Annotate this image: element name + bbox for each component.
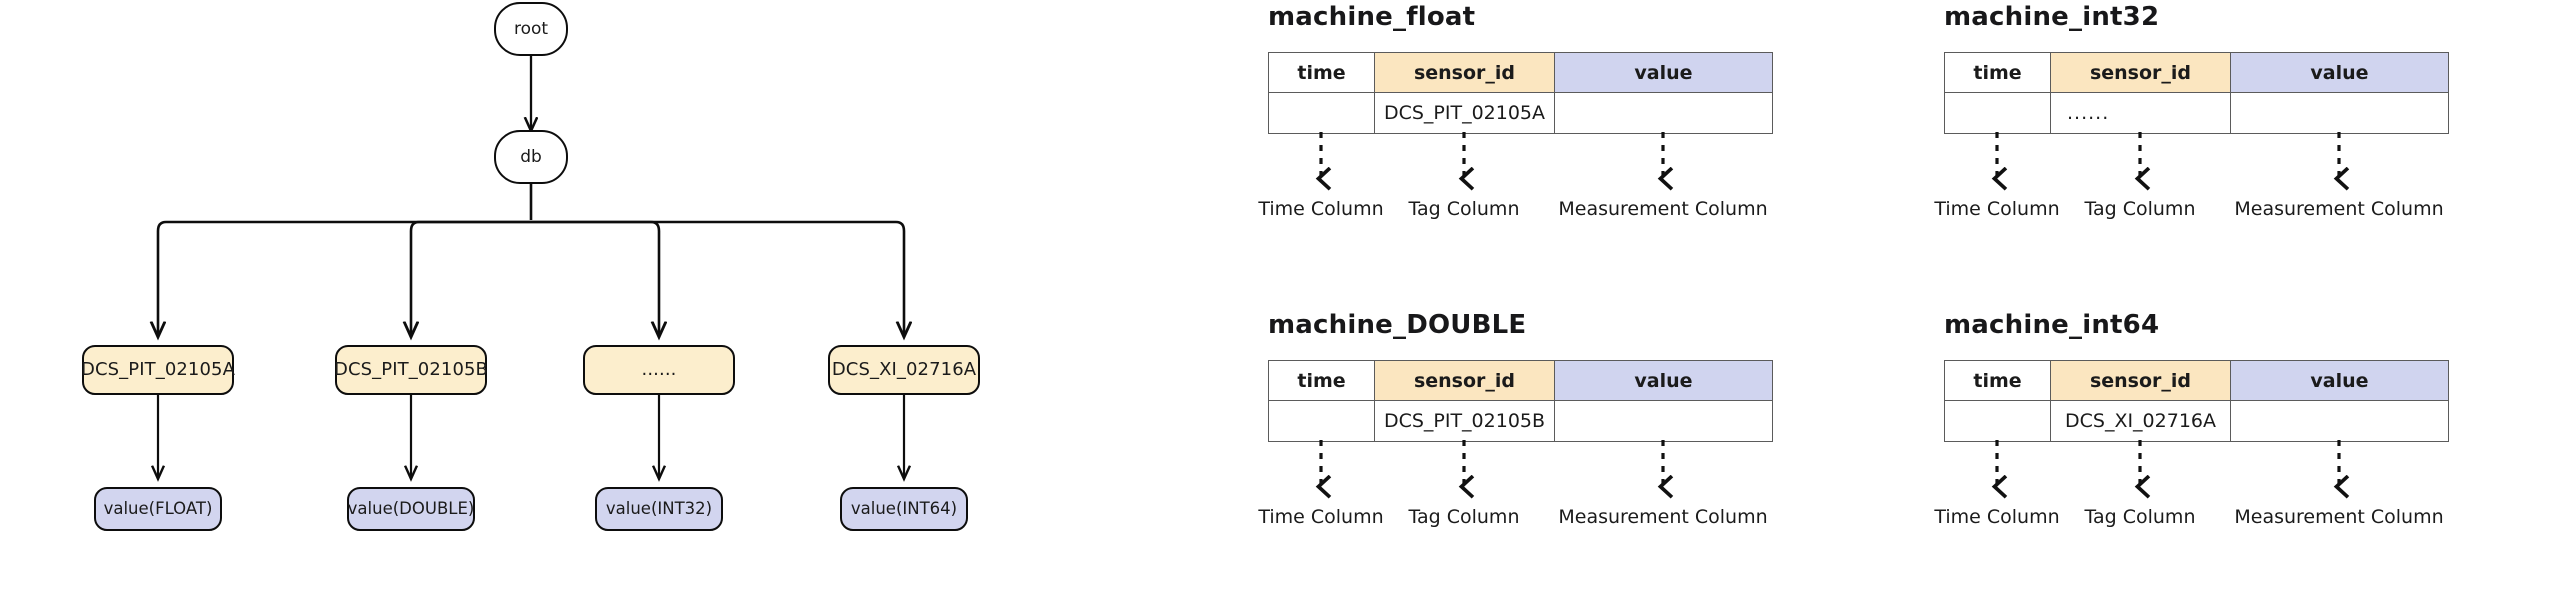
annotation-time-column: Time Column — [1934, 198, 2060, 220]
tree-node-value-1[interactable]: value(DOUBLE) — [347, 487, 475, 531]
annotation-arrows — [1268, 132, 1828, 196]
cell-value — [2230, 400, 2449, 442]
table-title-machine-int64: machine_int64 — [1944, 310, 2160, 340]
column-header-sensor-id: sensor_id — [1374, 360, 1555, 401]
tree-node-value-0-label: value(FLOAT) — [103, 498, 213, 518]
table-header-row: time sensor_id value — [1268, 52, 1773, 93]
tree-diagram-panel: root db DCS_PIT_02105A DCS_PIT_02105B ..… — [0, 0, 1250, 616]
tree-connector-lines — [0, 56, 1250, 616]
annotation-measurement-column: Measurement Column — [2234, 506, 2444, 528]
cell-time — [1268, 400, 1375, 442]
schema-table-machine-int64: time sensor_id value DCS_XI_02716A — [1944, 360, 2449, 442]
tree-node-root-label: root — [513, 18, 549, 39]
cell-sensor-id: ...... — [2050, 92, 2231, 134]
column-header-value: value — [2230, 52, 2449, 93]
schema-table-machine-double: time sensor_id value DCS_PIT_02105B — [1268, 360, 1773, 442]
annotation-tag-column: Tag Column — [1408, 198, 1520, 220]
tree-node-value-3[interactable]: value(INT64) — [840, 487, 968, 531]
cell-sensor-id: DCS_PIT_02105B — [1374, 400, 1555, 442]
schema-table-machine-int32: time sensor_id value ...... — [1944, 52, 2449, 134]
annotation-arrows — [1944, 440, 2504, 504]
tree-node-tag-2[interactable]: ...... — [583, 345, 735, 395]
schema-table-machine-float: time sensor_id value DCS_PIT_02105A — [1268, 52, 1773, 134]
column-header-time: time — [1268, 360, 1375, 401]
tree-node-value-1-label: value(DOUBLE) — [347, 498, 475, 518]
tree-node-tag-1-label: DCS_PIT_02105B — [333, 359, 489, 380]
tree-node-tag-0[interactable]: DCS_PIT_02105A — [81, 345, 235, 395]
table-block-machine-double: machine_DOUBLE time sensor_id value DCS_… — [1258, 310, 1773, 528]
annotation-time-column: Time Column — [1934, 506, 2060, 528]
annotation-arrows — [1268, 440, 1828, 504]
table-row: ...... — [1944, 92, 2449, 134]
tree-node-value-3-label: value(INT64) — [850, 498, 958, 518]
annotation-tag-column: Tag Column — [2084, 198, 2196, 220]
column-header-time: time — [1944, 360, 2051, 401]
tree-node-db[interactable]: db — [494, 130, 568, 184]
column-header-value: value — [1554, 360, 1773, 401]
table-title-machine-int32: machine_int32 — [1944, 2, 2160, 32]
cell-value — [1554, 92, 1773, 134]
column-header-sensor-id: sensor_id — [2050, 52, 2231, 93]
annotation-measurement-column: Measurement Column — [2234, 198, 2444, 220]
tree-node-tag-1[interactable]: DCS_PIT_02105B — [333, 345, 489, 395]
tree-node-value-2-label: value(INT32) — [605, 498, 713, 518]
tree-node-tag-3-label: DCS_XI_02716A — [831, 359, 977, 380]
tree-node-value-0[interactable]: value(FLOAT) — [94, 487, 222, 531]
tree-node-db-label: db — [520, 146, 542, 167]
table-block-machine-int32: machine_int32 time sensor_id value .....… — [1934, 2, 2449, 220]
column-header-value: value — [1554, 52, 1773, 93]
table-title-machine-double: machine_DOUBLE — [1268, 310, 1527, 340]
cell-sensor-id: DCS_XI_02716A — [2050, 400, 2231, 442]
table-block-machine-int64: machine_int64 time sensor_id value DCS_X… — [1934, 310, 2449, 528]
cell-sensor-id: DCS_PIT_02105A — [1374, 92, 1555, 134]
tree-node-tag-3[interactable]: DCS_XI_02716A — [828, 345, 980, 395]
annotation-measurement-column: Measurement Column — [1558, 506, 1768, 528]
annotation-time-column: Time Column — [1258, 198, 1384, 220]
table-title-machine-float: machine_float — [1268, 2, 1476, 32]
cell-time — [1944, 92, 2051, 134]
tree-node-value-2[interactable]: value(INT32) — [595, 487, 723, 531]
table-row: DCS_XI_02716A — [1944, 400, 2449, 442]
annotation-tag-column: Tag Column — [2084, 506, 2196, 528]
column-header-sensor-id: sensor_id — [2050, 360, 2231, 401]
tree-node-root[interactable]: root — [494, 2, 568, 56]
cell-value — [1554, 400, 1773, 442]
table-header-row: time sensor_id value — [1944, 52, 2449, 93]
cell-time — [1268, 92, 1375, 134]
column-header-time: time — [1944, 52, 2051, 93]
table-row: DCS_PIT_02105B — [1268, 400, 1773, 442]
cell-value — [2230, 92, 2449, 134]
annotation-measurement-column: Measurement Column — [1558, 198, 1768, 220]
annotation-tag-column: Tag Column — [1408, 506, 1520, 528]
table-row: DCS_PIT_02105A — [1268, 92, 1773, 134]
tree-node-tag-2-label: ...... — [641, 359, 677, 380]
table-header-row: time sensor_id value — [1268, 360, 1773, 401]
column-header-time: time — [1268, 52, 1375, 93]
column-header-value: value — [2230, 360, 2449, 401]
cell-time — [1944, 400, 2051, 442]
annotation-time-column: Time Column — [1258, 506, 1384, 528]
column-header-sensor-id: sensor_id — [1374, 52, 1555, 93]
tree-node-tag-0-label: DCS_PIT_02105A — [81, 359, 235, 380]
table-block-machine-float: machine_float time sensor_id value DCS_P… — [1258, 2, 1773, 220]
table-header-row: time sensor_id value — [1944, 360, 2449, 401]
annotation-arrows — [1944, 132, 2504, 196]
